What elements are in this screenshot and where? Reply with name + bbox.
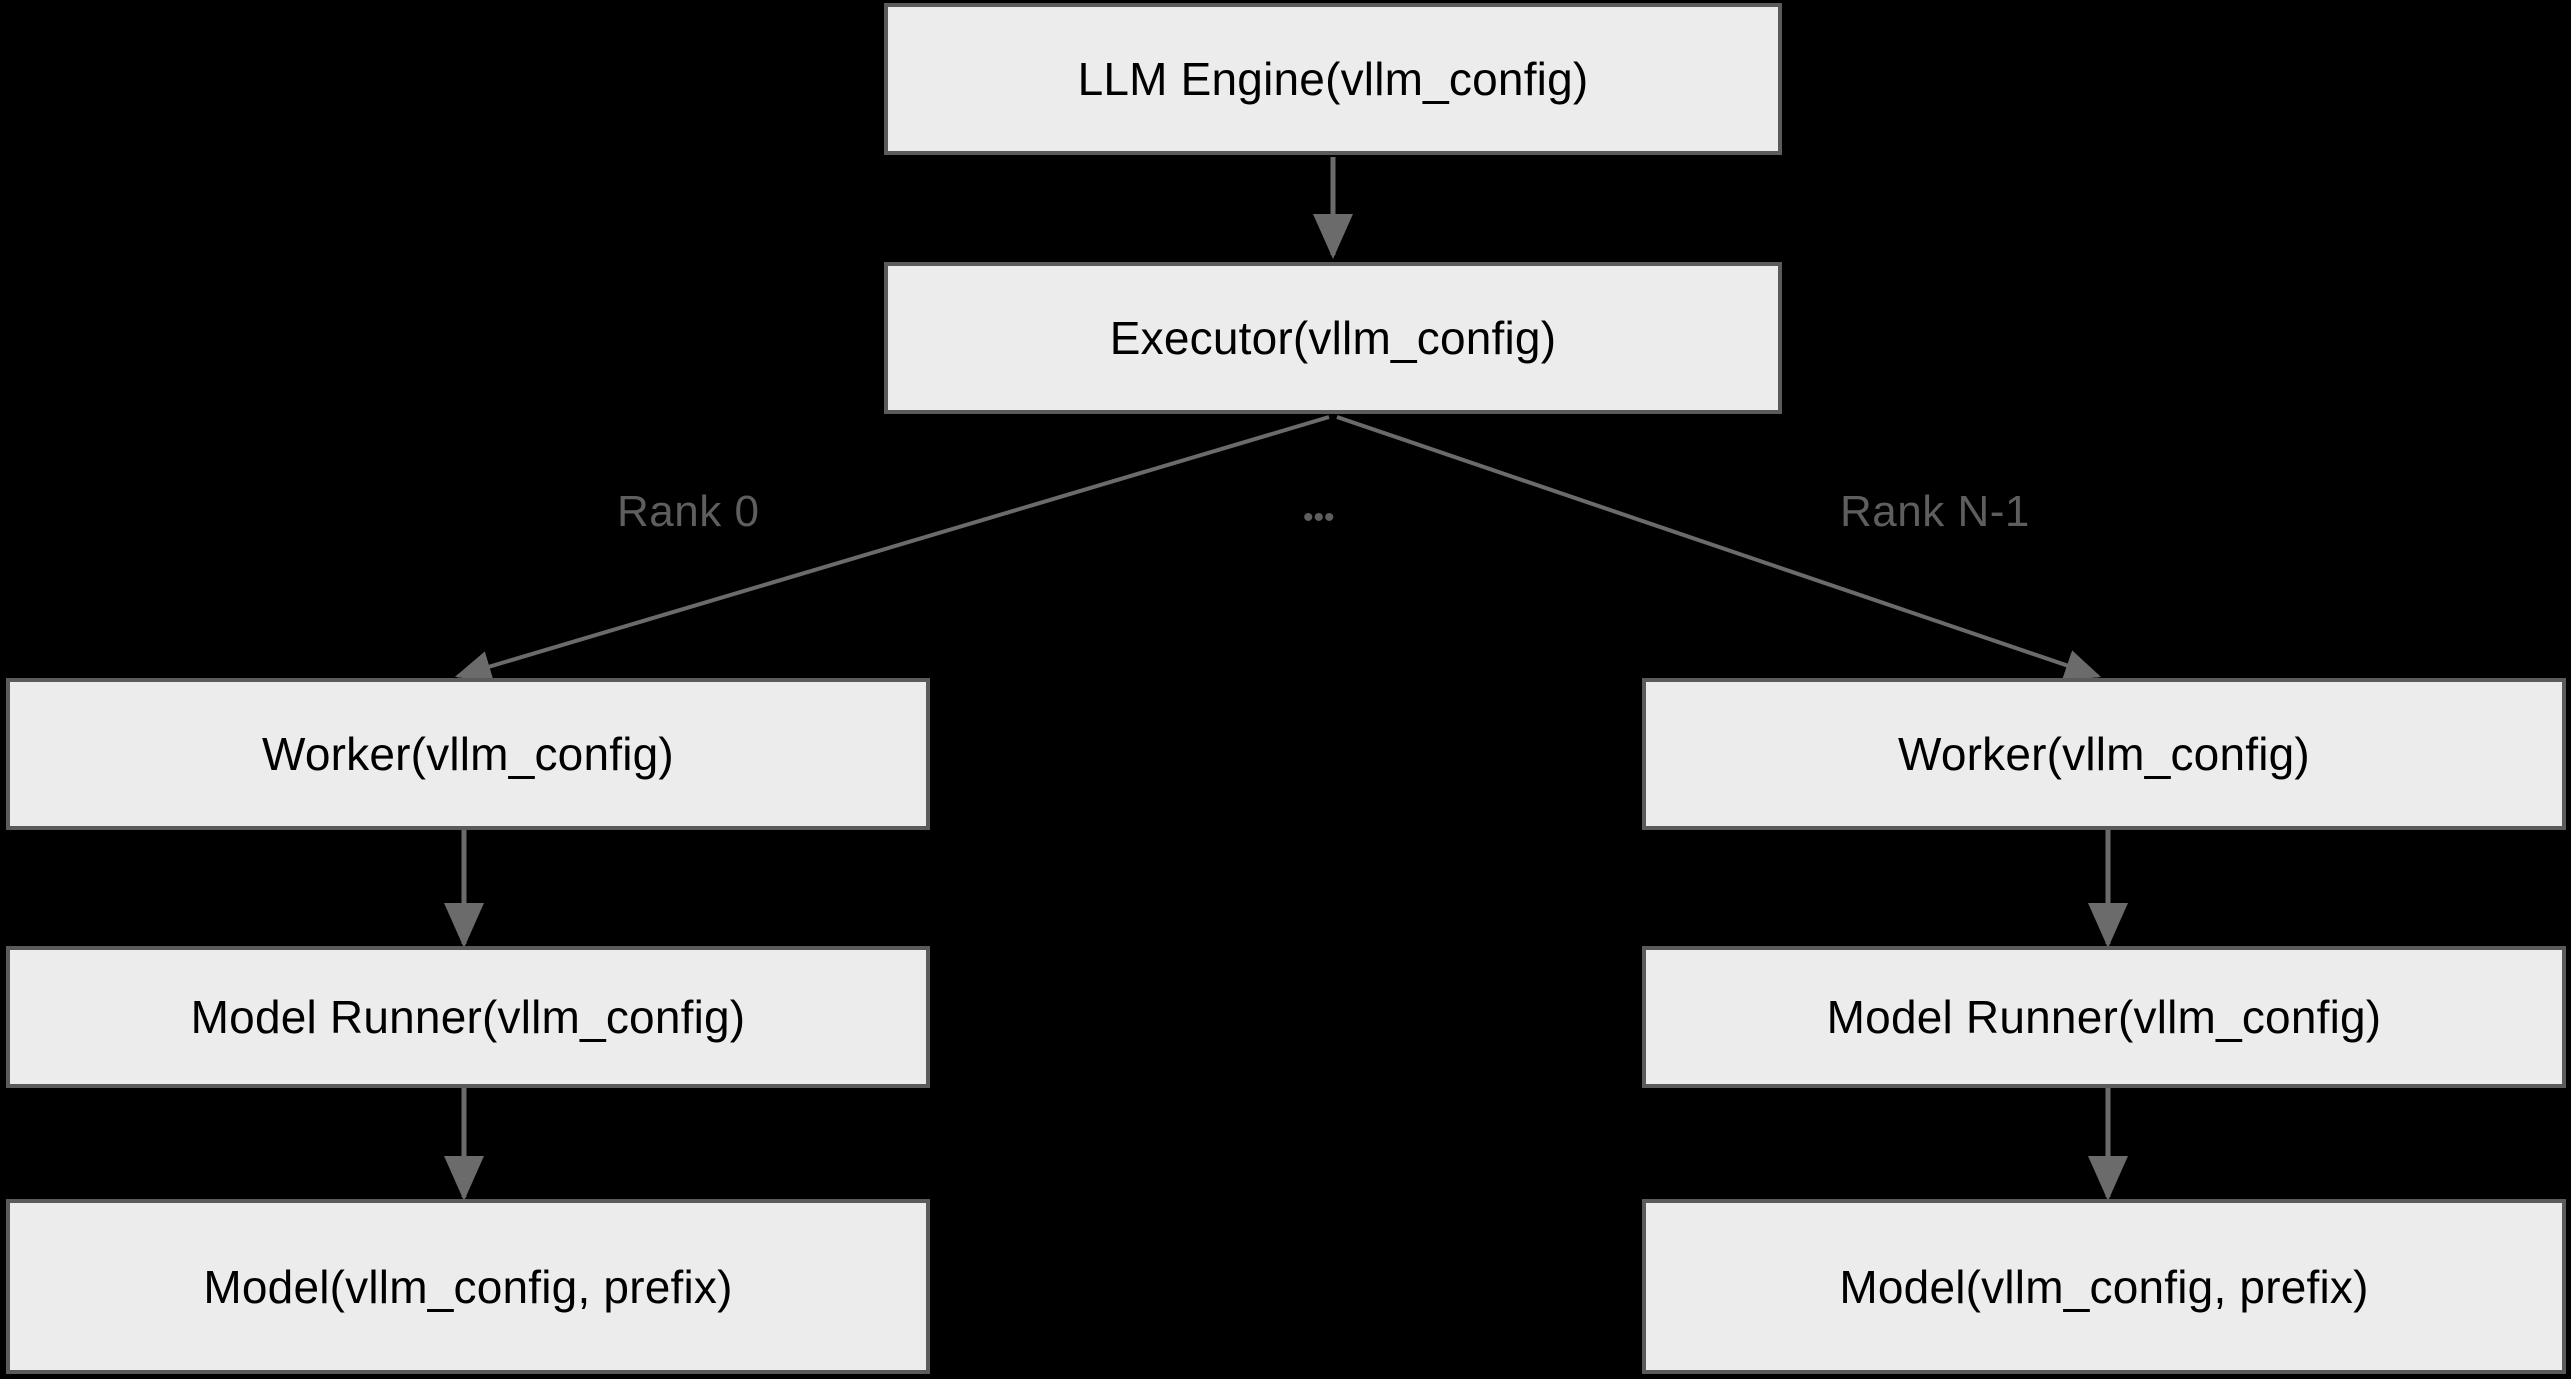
- node-llm-engine-label: LLM Engine(vllm_config): [1077, 53, 1589, 105]
- node-worker-rankn-label: Worker(vllm_config): [1898, 728, 2310, 780]
- node-model-runner-rank0[interactable]: Model Runner(vllm_config): [6, 946, 930, 1088]
- node-executor[interactable]: Executor(vllm_config): [884, 262, 1782, 414]
- node-model-runner-rank0-label: Model Runner(vllm_config): [190, 991, 746, 1043]
- node-llm-engine[interactable]: LLM Engine(vllm_config): [884, 3, 1782, 155]
- node-model-rank0[interactable]: Model(vllm_config, prefix): [6, 1199, 930, 1374]
- edge-label-rank-ellipsis: •••: [1303, 501, 1335, 534]
- node-executor-label: Executor(vllm_config): [1109, 312, 1557, 364]
- node-model-rank0-label: Model(vllm_config, prefix): [203, 1260, 733, 1313]
- node-model-runner-rankn[interactable]: Model Runner(vllm_config): [1642, 946, 2566, 1088]
- arrow-executor-to-worker-rankn: [1336, 415, 2102, 681]
- node-model-rankn-label: Model(vllm_config, prefix): [1839, 1260, 2369, 1313]
- edge-label-rank-0: Rank 0: [617, 487, 760, 536]
- edge-label-rank-n-1: Rank N-1: [1840, 487, 2030, 536]
- node-worker-rankn[interactable]: Worker(vllm_config): [1642, 678, 2566, 830]
- arrow-executor-to-worker-rank0: [454, 415, 1330, 682]
- node-worker-rank0[interactable]: Worker(vllm_config): [6, 678, 930, 830]
- node-worker-rank0-label: Worker(vllm_config): [262, 728, 674, 780]
- node-model-runner-rankn-label: Model Runner(vllm_config): [1826, 991, 2382, 1043]
- node-model-rankn[interactable]: Model(vllm_config, prefix): [1642, 1199, 2566, 1374]
